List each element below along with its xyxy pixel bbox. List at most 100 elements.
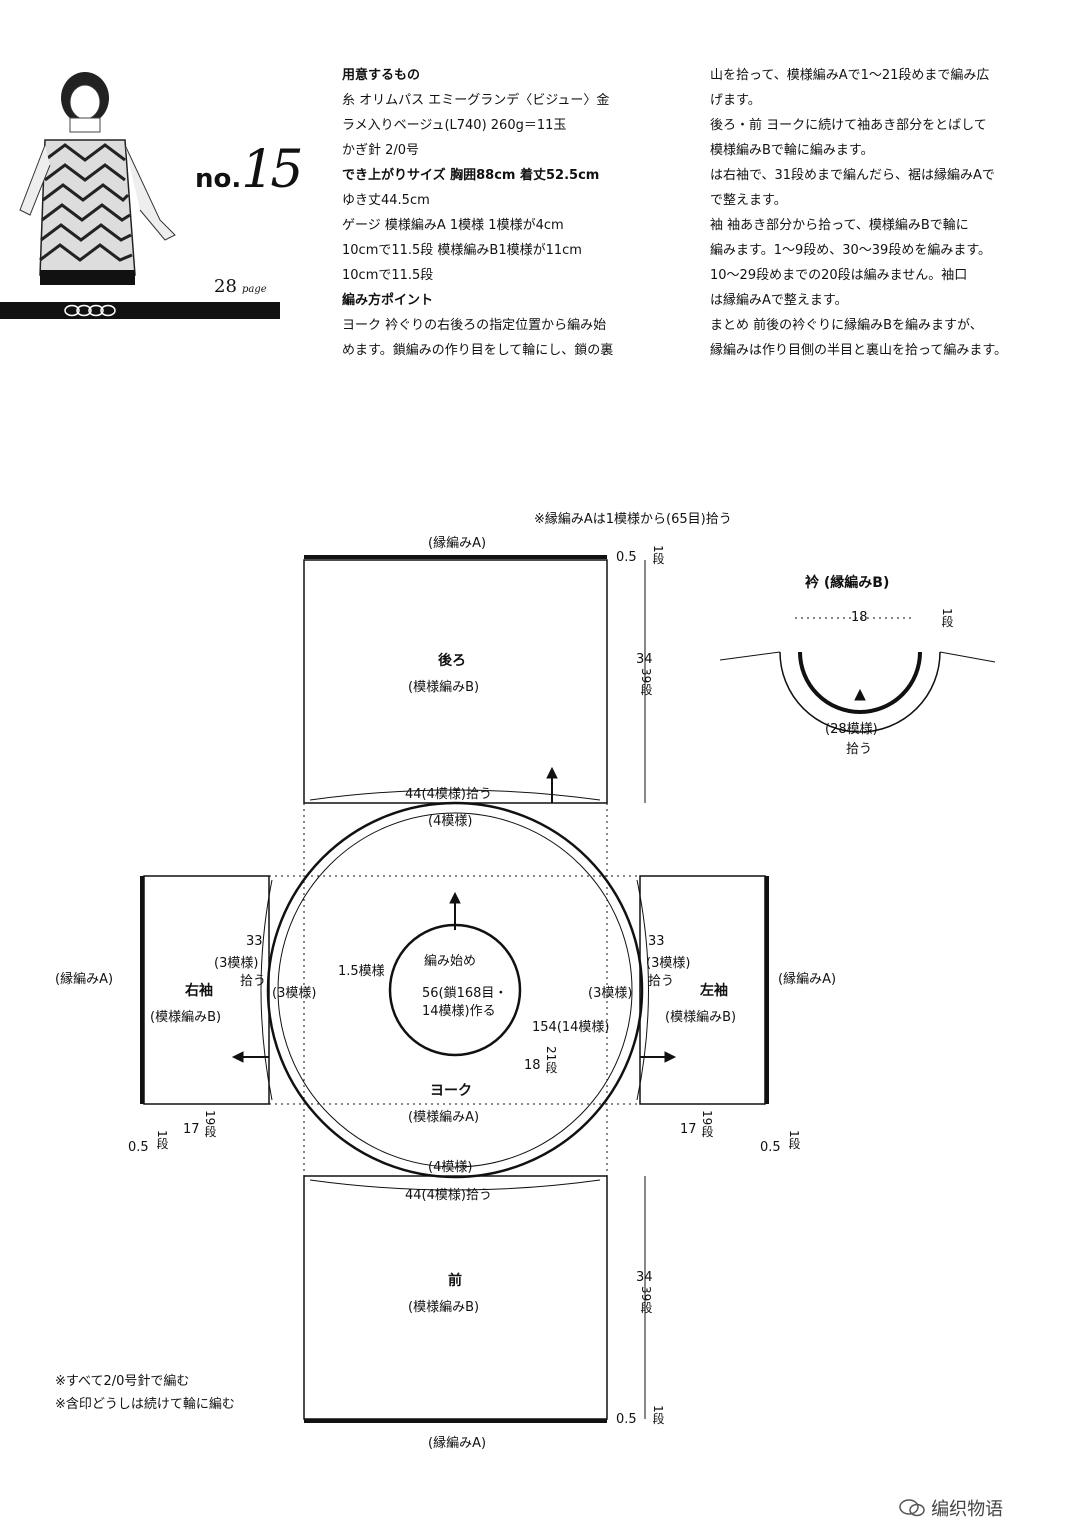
back-pattern: (模様編みB): [408, 680, 480, 695]
issue-prefix: no.: [195, 164, 242, 194]
yarn-line: 糸 オリムパス エミーグランデ〈ビジュー〉金: [342, 93, 610, 108]
instructions-line-4: 模様編みBで輪に編みます。: [710, 143, 874, 158]
collar-inner: [798, 651, 922, 714]
top-note: ※縁編みAは1模様から(65目)拾う: [534, 512, 732, 527]
note-1: ※すべて2/0号針で編む: [55, 1374, 190, 1389]
instructions-line-1: 山を拾って、模様編みAで1～21段めまで編み広: [710, 68, 990, 83]
front-rows: 39段: [639, 1286, 653, 1314]
start-chain-2: 14模様)作る: [422, 1004, 496, 1019]
left-sleeve-pick: 拾う: [648, 974, 675, 989]
back-one-row: 1段: [651, 545, 665, 565]
page-ref-number: 28: [214, 276, 237, 297]
start-chain-1: 56(鎖168目・: [422, 986, 508, 1001]
collar-width: 18: [851, 610, 868, 625]
issue-number: no.15: [195, 140, 303, 200]
gauge-line-3: 10cmで11.5段: [342, 268, 434, 283]
front-title: 前: [448, 1273, 462, 1289]
start-here: 編み始め: [424, 954, 477, 969]
right-sleeve-edging-label: (縁編みA): [55, 972, 114, 987]
left-sleeve-half-cm: 0.5: [760, 1140, 781, 1155]
size-line: でき上がりサイズ 胸囲88cm 着丈52.5cm: [342, 168, 600, 183]
right-sleeve-patterns: (3模様): [214, 956, 259, 971]
left-sleeve-edging-label: (縁編みA): [778, 972, 837, 987]
yoke-instructions-1: ヨーク 衿ぐりの右後ろの指定位置から編み始: [342, 318, 607, 333]
left-sleeve-patterns: (3模様): [646, 956, 691, 971]
yoke-right-patterns: (3模様): [588, 986, 633, 1001]
left-sleeve-length: 17: [680, 1122, 697, 1137]
collar-pattern: (28模様): [825, 722, 878, 737]
left-sleeve-height: 33: [648, 934, 665, 949]
collar-one-row: 1段: [940, 608, 954, 628]
header-ornament: [62, 302, 122, 319]
back-title: 後ろ: [438, 653, 466, 669]
instructions-line-9: 10～29段めまでの20段は編みません。袖口: [710, 268, 968, 283]
yoke-bottom-patterns: (4模様): [428, 1160, 473, 1175]
note-2: ※含印どうしは続けて輪に編む: [55, 1397, 235, 1412]
instructions-line-10: は縁編みAで整えます。: [710, 293, 848, 308]
right-sleeve-height: 33: [246, 934, 263, 949]
yoke-circumference: 154(14模様): [532, 1020, 610, 1035]
page-reference: 28 page: [214, 276, 267, 297]
back-rows: 39段: [639, 668, 653, 696]
yoke-rows: 21段: [544, 1046, 558, 1074]
right-sleeve-rows: 19段: [203, 1110, 217, 1138]
model-photo: [10, 70, 180, 285]
header-bar: [0, 302, 280, 319]
back-panel: [303, 559, 608, 804]
yoke-neck-circle: [388, 923, 522, 1057]
instructions-line-8: 編みます。1～9段め、30～39段めを編みます。: [710, 243, 992, 258]
back-edging-label: (縁編みA): [428, 536, 487, 551]
instructions-line-3: 後ろ・前 ヨークに続けて袖あき部分をとばして: [710, 118, 987, 133]
text-column-left: 用意するもの 糸 オリムパス エミーグランデ〈ビジュー〉金 ラメ入りベージュ(L…: [342, 63, 682, 363]
start-width: 1.5模様: [338, 964, 385, 979]
right-sleeve-one-row: 1段: [155, 1130, 169, 1150]
left-sleeve-title: 左袖: [700, 983, 728, 999]
brand-name: 编织物语: [931, 1499, 1004, 1520]
instructions-line-5: は右袖で、31段めまで編んだら、裾は縁編みAで: [710, 168, 995, 183]
front-panel: [303, 1175, 608, 1420]
yoke-title: ヨーク: [430, 1083, 472, 1099]
collar-outer: [779, 651, 941, 733]
back-height: 34: [636, 652, 653, 667]
right-sleeve-pick: 拾う: [240, 974, 267, 989]
collar-title: 衿 (縁編みB): [805, 575, 890, 591]
right-sleeve-half-cm: 0.5: [128, 1140, 149, 1155]
left-sleeve-rows: 19段: [700, 1110, 714, 1138]
right-sleeve-length: 17: [183, 1122, 200, 1137]
back-bottom-label: 44(4模様)拾う: [405, 787, 492, 802]
yoke-depth-line: ゆき丈44.5cm: [342, 193, 430, 208]
front-half-cm: 0.5: [616, 1412, 637, 1427]
left-sleeve-pattern: (模様編みB): [665, 1010, 737, 1025]
instructions-line-6: で整えます。: [710, 193, 787, 208]
hook-line: かぎ針 2/0号: [342, 143, 420, 158]
left-sleeve-one-row: 1段: [787, 1130, 801, 1150]
right-sleeve-title: 右袖: [185, 983, 213, 999]
collar-pick: 拾う: [846, 742, 873, 757]
front-height: 34: [636, 1270, 653, 1285]
yoke-depth: 18: [524, 1058, 541, 1073]
yarn-color-line: ラメ入りベージュ(L740) 260g＝11玉: [342, 118, 567, 133]
front-top-label: 44(4模様)拾う: [405, 1188, 492, 1203]
front-pattern: (模様編みB): [408, 1300, 480, 1315]
instructions-line-11: まとめ 前後の衿ぐりに縁編みBを編みますが、: [710, 318, 983, 333]
left-sleeve-panel: [639, 875, 766, 1105]
collar-arrow: [854, 688, 866, 701]
instructions-line-7: 袖 袖あき部分から拾って、模様編みBで輪に: [710, 218, 969, 233]
materials-header: 用意するもの: [342, 68, 421, 83]
yoke-instructions-2: めます。鎖編みの作り目をして輪にし、鎖の裏: [342, 343, 614, 358]
instructions-line-2: げます。: [710, 93, 761, 108]
instructions-line-12: 縁編みは作り目側の半目と裏山を拾って編みます。: [710, 343, 1008, 358]
points-header: 編み方ポイント: [342, 293, 434, 308]
front-one-row: 1段: [651, 1405, 665, 1425]
front-edging-label: (縁編みA): [428, 1436, 487, 1451]
issue-digits: 15: [241, 140, 303, 200]
yoke-outer-inner-line: [277, 812, 633, 1168]
right-sleeve-pattern: (模様編みB): [150, 1010, 222, 1025]
back-half-cm: 0.5: [616, 550, 637, 565]
page-ref-unit: page: [242, 284, 267, 295]
yoke-outer-circle: [266, 801, 644, 1179]
yoke-left-patterns: (3模様): [272, 986, 317, 1001]
gauge-line-2: 10cmで11.5段 模様編みB1模様が11cm: [342, 243, 582, 258]
gauge-line-1: ゲージ 模様編みA 1模様 1模様が4cm: [342, 218, 564, 233]
text-column-right: 山を拾って、模様編みAで1～21段めまで編み広 げます。 後ろ・前 ヨークに続け…: [710, 63, 1050, 363]
